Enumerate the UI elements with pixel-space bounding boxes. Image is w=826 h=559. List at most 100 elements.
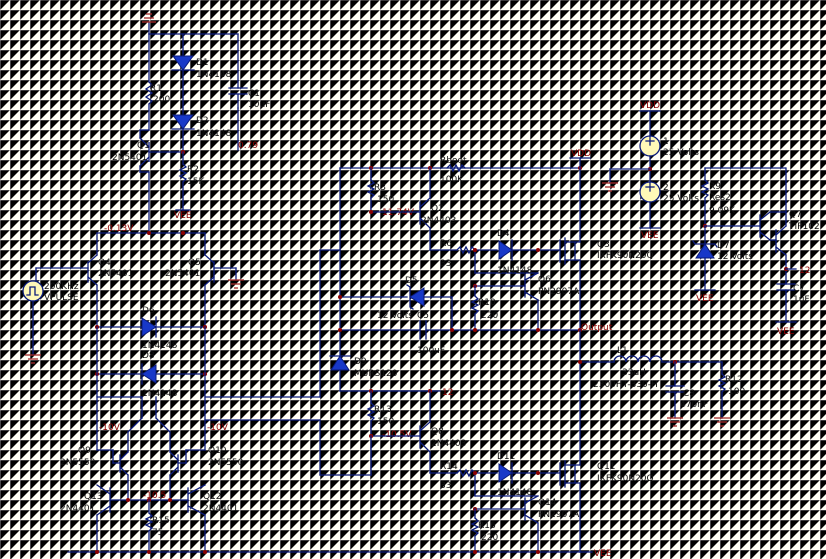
resistor-r9[interactable]	[700, 167, 710, 227]
high-side-driver: VDD Rboot 100K R3 150 11.74V Q2 2N4403	[319, 149, 654, 398]
voltage-minus-10-5: -10.5	[143, 491, 166, 501]
inductor-l1[interactable]	[613, 355, 663, 363]
rboot-ref: Rboot	[440, 156, 467, 166]
transistor-q9[interactable]	[96, 431, 129, 501]
resistor-r3[interactable]	[366, 167, 376, 213]
zener-d5[interactable]	[406, 284, 453, 331]
net-vee-d: VEE	[777, 327, 795, 337]
d4-value: 1N4148	[497, 266, 533, 276]
q12-value: 2N4401	[203, 504, 238, 514]
net-12-a: 12	[442, 388, 453, 398]
q2-ref: Q2	[431, 204, 444, 214]
d9-ref: D9	[354, 357, 367, 367]
r2-value: 15K	[187, 177, 205, 187]
pulse-source[interactable]	[22, 267, 63, 364]
transistor-q2[interactable]	[419, 167, 431, 251]
diode-d2[interactable]	[171, 114, 195, 130]
l1-part: 2300HT-330-H	[593, 380, 658, 390]
transistor-q14[interactable]	[474, 495, 539, 553]
resistor-r2[interactable]	[178, 151, 188, 211]
net-vee-b: VEE	[641, 231, 659, 241]
resistor-r6[interactable]	[456, 245, 498, 255]
c8-ref: C8	[683, 389, 695, 399]
transistor-q10[interactable]	[169, 431, 206, 501]
d4-ref: D4	[497, 229, 510, 239]
transistor-q13[interactable]	[96, 484, 111, 553]
current-mirror: Q9 2N5550 Q10 2N5550 -10.5	[60, 396, 581, 554]
q8-ref: Q8	[431, 427, 444, 437]
c1-ref: C1	[248, 89, 260, 99]
resistor-r14[interactable]	[456, 468, 498, 478]
resistor-r1[interactable]	[144, 81, 154, 131]
resistor-r10[interactable]	[470, 285, 480, 331]
c7-ref: C7	[793, 284, 805, 294]
v2-value: 25 Volts	[663, 194, 699, 204]
resistor-r12[interactable]	[714, 361, 730, 427]
output-filter: L1 33uH 2300HT-330-H C8 470nF R12 100	[578, 346, 745, 427]
r9-ref: R9	[709, 182, 721, 192]
r16-ref: R16	[478, 521, 496, 531]
rboot-value: 100K	[440, 175, 464, 185]
q9-value: 2N5550	[60, 458, 96, 468]
l1-ref: L1	[617, 346, 628, 356]
resistor-r15[interactable]	[144, 499, 154, 553]
dc-source-1[interactable]	[639, 135, 661, 157]
transistor-q12[interactable]	[187, 484, 206, 553]
capacitor-c8[interactable]	[665, 361, 685, 427]
q9-ref: Q9	[78, 446, 91, 456]
d11-ref: D11	[497, 452, 515, 462]
diode-d8[interactable]	[141, 363, 157, 385]
diode-d9[interactable]	[329, 355, 351, 392]
d5-value: 12 Volts	[377, 311, 413, 321]
voltage-minus-10-b: -10V	[207, 423, 229, 433]
capacitor-c1[interactable]	[228, 87, 248, 109]
diode-d1[interactable]	[171, 55, 195, 71]
q3-value: IXFK90N20Q	[597, 251, 654, 261]
d2-value: 1N4148	[196, 129, 232, 139]
r10-value: 220	[481, 311, 498, 321]
voltage-minus-013: -0.13V	[104, 224, 134, 234]
resistor-r13[interactable]	[366, 390, 376, 437]
zener-d7[interactable]	[692, 225, 718, 291]
diode-d6[interactable]	[141, 316, 157, 338]
transistor-q1[interactable]	[139, 129, 184, 173]
q14-ref: Q14	[538, 498, 557, 508]
dc-source-2[interactable]	[639, 181, 661, 203]
resistor-rboot[interactable]	[446, 163, 466, 173]
voltage-11-74: 11.74V	[382, 208, 415, 218]
capacitor-c7[interactable]	[775, 283, 797, 323]
net-vdd-b: VDD	[640, 101, 660, 111]
q10-value: 2N5550	[208, 458, 244, 468]
voltage-minus-10-5v: -10.5V	[382, 430, 412, 440]
diode-d11[interactable]	[474, 462, 561, 497]
q2-value: 2N4403	[421, 216, 456, 226]
mosfet-q3[interactable]	[559, 235, 581, 331]
bias-network: D1 1N4148 D2 1N4148 C1 10uF 0.79 R1 200	[112, 13, 270, 234]
d6-ref: D6	[142, 306, 155, 316]
r15-value: 75	[152, 528, 163, 538]
transistor-q5[interactable]	[204, 232, 244, 328]
resistor-r16[interactable]	[470, 508, 480, 553]
r3-ref: R3	[374, 183, 386, 193]
r13-value: 150	[377, 417, 394, 427]
q12-ref: Q12	[203, 492, 222, 502]
q11-ref: Q11	[597, 462, 616, 472]
d5-ref: D5	[405, 276, 418, 286]
r14-value: 33	[440, 481, 451, 491]
q10-ref: Q10	[208, 446, 227, 456]
d7-value: 12 Volts	[717, 252, 753, 262]
r3-value: 150	[377, 195, 394, 205]
transistor-q4[interactable]	[61, 232, 98, 328]
q3-ref: Q3	[597, 240, 610, 250]
mosfet-q11[interactable]	[559, 329, 581, 553]
l1-value: 33uH	[622, 368, 646, 378]
d8-ref: D8	[142, 351, 155, 361]
transistor-q8[interactable]	[419, 390, 431, 474]
net-vee-e: VEE	[594, 549, 612, 559]
d6-value: 1N4148	[142, 341, 178, 351]
q5-value: 2N5401	[165, 269, 200, 279]
r13-ref: R13	[374, 405, 392, 415]
transistor-q6[interactable]	[474, 272, 539, 331]
c5-ref: C5	[417, 311, 429, 321]
